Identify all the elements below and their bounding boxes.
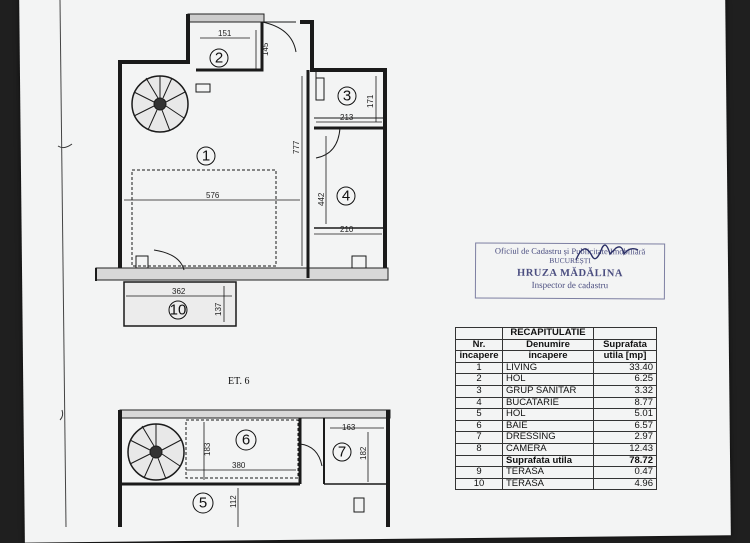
dimensions-bottom: 183 163 182 380 112 (203, 423, 368, 508)
total-label: Suprafata utila (502, 454, 594, 468)
room-marker: 6 (235, 429, 257, 451)
dim-label: 145 (261, 42, 270, 56)
room-number: 4 (342, 188, 350, 205)
dim-label: 183 (203, 442, 212, 456)
room-marker: 10 (168, 300, 188, 320)
dim-label: 442 (317, 192, 326, 206)
floor-plan-drawing: 2 3 1 4 10 151 145 171 213 777 576 442 2… (57, 0, 391, 527)
room-markers-top: 2 3 1 4 10 (168, 48, 357, 320)
dim-label: 210 (340, 225, 354, 234)
room-marker: 1 (196, 146, 216, 166)
stamp-line-title: Inspector de cadastru (531, 279, 609, 291)
dimensions-top: 151 145 171 213 777 576 442 210 362 137 (172, 29, 375, 316)
dim-label: 777 (292, 140, 301, 154)
room-number: 10 (170, 302, 187, 319)
wall-hol-top (187, 13, 265, 23)
dim-label: 137 (214, 302, 223, 316)
margin-mark (57, 143, 73, 149)
room-marker: 3 (337, 86, 357, 106)
room-number: 1 (202, 148, 210, 165)
dim-label: 362 (172, 287, 186, 296)
dim-label: 151 (218, 29, 232, 38)
dim-label: 182 (359, 446, 368, 460)
header-nr-2: incapere (455, 350, 503, 363)
signature (575, 244, 639, 261)
dim-label: 576 (206, 191, 220, 200)
room-number: 7 (338, 444, 346, 461)
bottom-plan (118, 409, 391, 527)
table-header-row: incapere incapere utila [mp] (455, 350, 657, 363)
room-number: 2 (215, 50, 223, 67)
stamp-line-name: HRUZA MĂDĂLINA (517, 267, 623, 280)
recapitulation-table: RECAPITULATIE Nr. Denumire Suprafata inc… (455, 327, 657, 491)
header-area: Suprafata (593, 338, 657, 352)
room-number: 6 (242, 432, 250, 449)
spiral-staircase-top (131, 75, 189, 133)
room-number: 5 (199, 495, 207, 512)
header-area-2: utila [mp] (593, 350, 657, 363)
table-title-row: RECAPITULATIE (455, 327, 657, 340)
room-number: 3 (343, 88, 351, 105)
room-markers-bottom: 6 7 5 (192, 429, 352, 514)
total-area: 78.72 (593, 454, 657, 468)
room-marker: 7 (332, 442, 352, 462)
dim-label: 163 (342, 423, 356, 432)
margin-mark (59, 409, 64, 421)
margin-line (59, 0, 67, 527)
dim-label: 112 (229, 495, 238, 508)
header-nr: Nr. (455, 338, 503, 352)
floor-label: ET. 6 (228, 376, 249, 387)
header-name-2: incapere (502, 350, 594, 363)
room-marker: 4 (336, 186, 356, 206)
wall-bottom (95, 267, 389, 281)
table-title: RECAPITULATIE (502, 327, 594, 340)
table-header-row: Nr. Denumire Suprafata (455, 338, 657, 352)
dim-label: 380 (232, 461, 246, 470)
dim-label: 171 (366, 94, 375, 108)
spiral-staircase-bottom (127, 423, 185, 481)
room-marker: 5 (192, 492, 214, 514)
dim-label: 213 (340, 113, 354, 122)
room-marker: 2 (209, 48, 229, 68)
header-name: Denumire (502, 338, 594, 352)
top-plan (95, 13, 389, 327)
